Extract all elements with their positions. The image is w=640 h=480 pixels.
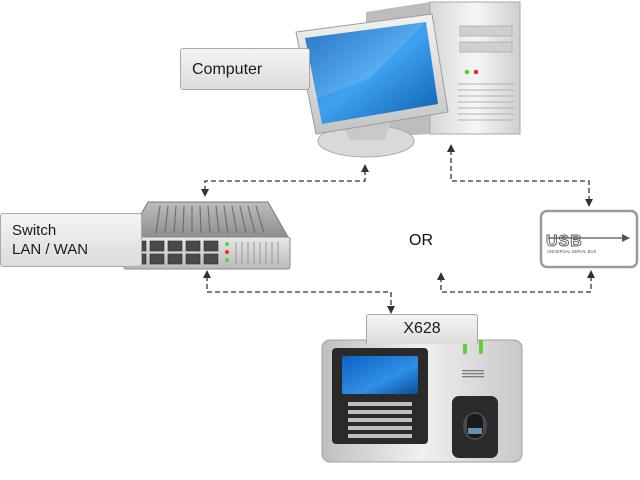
- arrow-up-icon: [587, 270, 595, 278]
- usb-subtext: UNIVERSAL SERIAL BUS: [547, 249, 596, 254]
- usb-logo-text: USB: [546, 233, 583, 250]
- device-label-text: X628: [403, 320, 441, 337]
- switch-icon: [123, 201, 291, 270]
- connector-computer-switch: [204, 170, 366, 192]
- x628-device-icon: [321, 339, 523, 463]
- arrow-down-icon: [201, 189, 209, 197]
- arrow-down-icon: [585, 199, 593, 207]
- switch-label-line1: Switch: [12, 222, 57, 239]
- computer-label-text: Computer: [192, 61, 263, 78]
- switch-label: Switch LAN / WAN: [0, 213, 142, 267]
- arrow-down-icon: [387, 306, 395, 314]
- connector-lines: [204, 150, 592, 310]
- or-label: OR: [409, 232, 433, 249]
- switch-label-line2: LAN / WAN: [12, 241, 89, 258]
- computer-label: Computer: [180, 48, 310, 90]
- arrow-up-icon: [361, 164, 369, 172]
- connector-switch-device: [206, 276, 392, 310]
- connector-arrowheads: [201, 144, 595, 314]
- arrow-up-icon: [447, 144, 455, 152]
- arrow-up-icon: [437, 272, 445, 280]
- device-label: X628: [366, 314, 478, 344]
- arrow-up-icon: [203, 270, 211, 278]
- connector-usb-device: [440, 276, 592, 293]
- computer-icon: [295, 1, 521, 158]
- usb-icon: USB UNIVERSAL SERIAL BUS: [539, 209, 639, 269]
- connector-computer-usb: [450, 150, 590, 202]
